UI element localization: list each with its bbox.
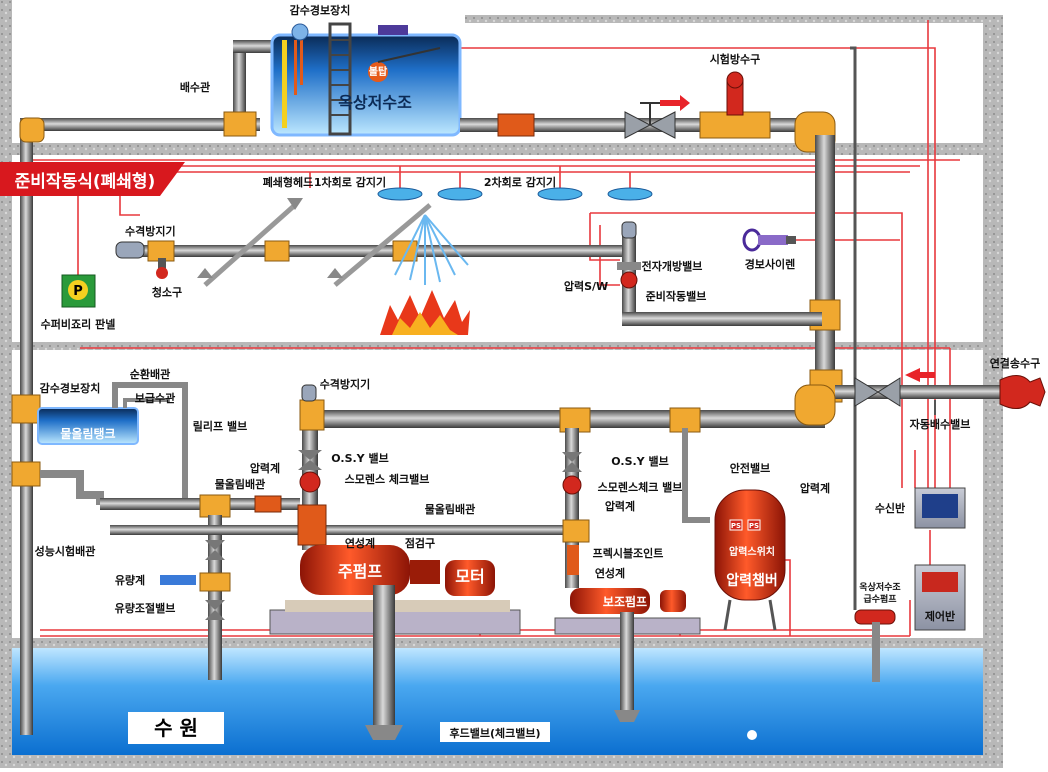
building-structure — [0, 0, 1003, 768]
preaction-valve-label: 준비작동밸브 — [646, 289, 707, 303]
preaction-feed-pipe — [622, 312, 822, 326]
detector-1-label: 1차회로 감지기 — [314, 175, 386, 189]
roof-supply-pump-label-2: 급수펌프 — [863, 593, 897, 605]
alarm-siren — [742, 228, 796, 252]
perf-test-pipe — [208, 515, 222, 680]
panel-letter: P — [73, 284, 83, 299]
roof-supply-pipe — [850, 46, 857, 610]
pressure-chamber — [714, 489, 786, 631]
priming-pipe-mid-label: 물올림배관 — [425, 502, 476, 516]
pressure-chamber-label: 압력챔버 — [726, 572, 778, 589]
source-label-box — [128, 712, 224, 744]
fire-flames — [380, 290, 470, 335]
relief-valve-label: 릴리프 밸브 — [193, 419, 247, 433]
drain-pipe-rise — [233, 45, 246, 130]
circ-pipe-label: 순환배관 — [130, 367, 170, 381]
water-hammer-top-label: 수격방지기 — [125, 224, 176, 238]
perf-test-label: 성능시험배관 — [35, 544, 96, 558]
source-label: 수 원 — [154, 716, 198, 740]
osy-main-label: O.S.Y 밸브 — [331, 451, 388, 465]
fire-dept-connection[interactable] — [999, 375, 1046, 409]
receiver-label: 수신반 — [875, 501, 905, 515]
receiver-panel[interactable] — [914, 487, 966, 529]
control-panel[interactable] — [914, 564, 966, 631]
aux-pump-label: 보조펌프 — [603, 594, 647, 609]
flow-valve-label: 유량조절밸브 — [115, 601, 176, 615]
control-label: 제어반 — [925, 609, 955, 623]
roof-water-tank — [270, 22, 462, 137]
roof-supply-pump-label: 옥상저수조 — [859, 581, 901, 593]
float-tap-label: 볼탑 — [369, 66, 388, 78]
flow-arrow-top — [660, 95, 690, 111]
foot-valve-box — [440, 722, 550, 742]
roof-flex-joint — [497, 113, 535, 137]
main-pump-label: 주펌프 — [338, 562, 382, 581]
safety-valve-label: 안전밸브 — [730, 461, 770, 475]
water-hammer-top — [115, 241, 145, 259]
flex-joint-label: 프렉시블조인트 — [593, 546, 664, 560]
roof-gate-valve[interactable] — [624, 111, 652, 139]
preaction-valve[interactable] — [620, 271, 638, 289]
title-banner: 준비작동식(폐쇄형) — [0, 162, 185, 196]
pressure-sw-label: 압력S/W — [564, 280, 608, 293]
priming-tank — [37, 407, 139, 445]
fdc-pipe — [835, 385, 1000, 399]
roof-tank-label: 옥상저수조 — [338, 93, 412, 112]
circulation-pipe — [112, 382, 188, 505]
fdc-label: 연결송수구 — [990, 356, 1041, 370]
water-hammer-mid-label: 수격방지기 — [320, 377, 371, 391]
priming-pipe-left-label: 물올림배관 — [215, 477, 266, 491]
alarm-siren-label: 경보사이렌 — [745, 257, 796, 271]
ps-right-label: PS — [749, 522, 759, 530]
sprinkler-branch-pipe — [140, 245, 630, 257]
vacuum-gauge-main-label: 연성계 — [345, 536, 375, 550]
ps-left-label: PS — [731, 522, 741, 530]
foot-valve-label: 후드밸브(체크밸브) — [449, 726, 540, 740]
solenoid-label: 전자개방밸브 — [642, 259, 703, 273]
panel-label: 수퍼비죠리 판넬 — [41, 317, 116, 331]
detectors — [377, 187, 653, 201]
tank-alarm-left-label: 감수경보장치 — [40, 381, 101, 395]
check-port-label: 점검구 — [405, 536, 435, 550]
flow-meter — [160, 575, 196, 585]
cleaning-port[interactable] — [156, 267, 168, 279]
diagram-title: 준비작동식(폐쇄형) — [15, 171, 156, 192]
main-suction-pipe — [373, 585, 395, 725]
gauge-2-label: 압력계 — [605, 499, 635, 513]
tank-alarm-label-top: 감수경보장치 — [290, 3, 351, 17]
osy-aux-label: O.S.Y 밸브 — [611, 454, 668, 468]
gauge-3-label: 압력계 — [800, 481, 830, 495]
vacuum-gauge-aux-label: 연성계 — [595, 566, 625, 580]
motor-label: 모터 — [455, 567, 484, 586]
roof-supply-pump — [854, 609, 896, 625]
test-outlet-label: 시험방수구 — [710, 52, 761, 66]
closed-head-label: 폐쇄형헤드 — [263, 175, 314, 189]
flow-meter-label: 유량계 — [115, 573, 145, 587]
test-outlet[interactable] — [726, 71, 744, 89]
gauge-1-label: 압력계 — [250, 461, 280, 475]
auto-drain-label: 자동배수밸브 — [910, 417, 971, 431]
cleaning-port-label: 청소구 — [152, 285, 182, 299]
drain-pipe-left — [20, 125, 33, 735]
sprinkler-spray — [394, 214, 469, 285]
priming-tank-label: 물올림탱크 — [60, 427, 115, 441]
drain-pipe-top — [20, 118, 260, 131]
supply-pipe-label: 보급수관 — [135, 391, 175, 405]
pressure-switch-label: 압력스위치 — [729, 545, 775, 558]
main-riser — [815, 135, 835, 405]
drain-pipe-label: 배수관 — [180, 80, 210, 94]
spring-check-aux-label: 스모렌스체크 밸브 — [598, 480, 683, 494]
spring-check-main-label: 스모렌스 체크밸브 — [345, 472, 430, 486]
detector-2-label: 2차회로 감지기 — [484, 175, 556, 189]
